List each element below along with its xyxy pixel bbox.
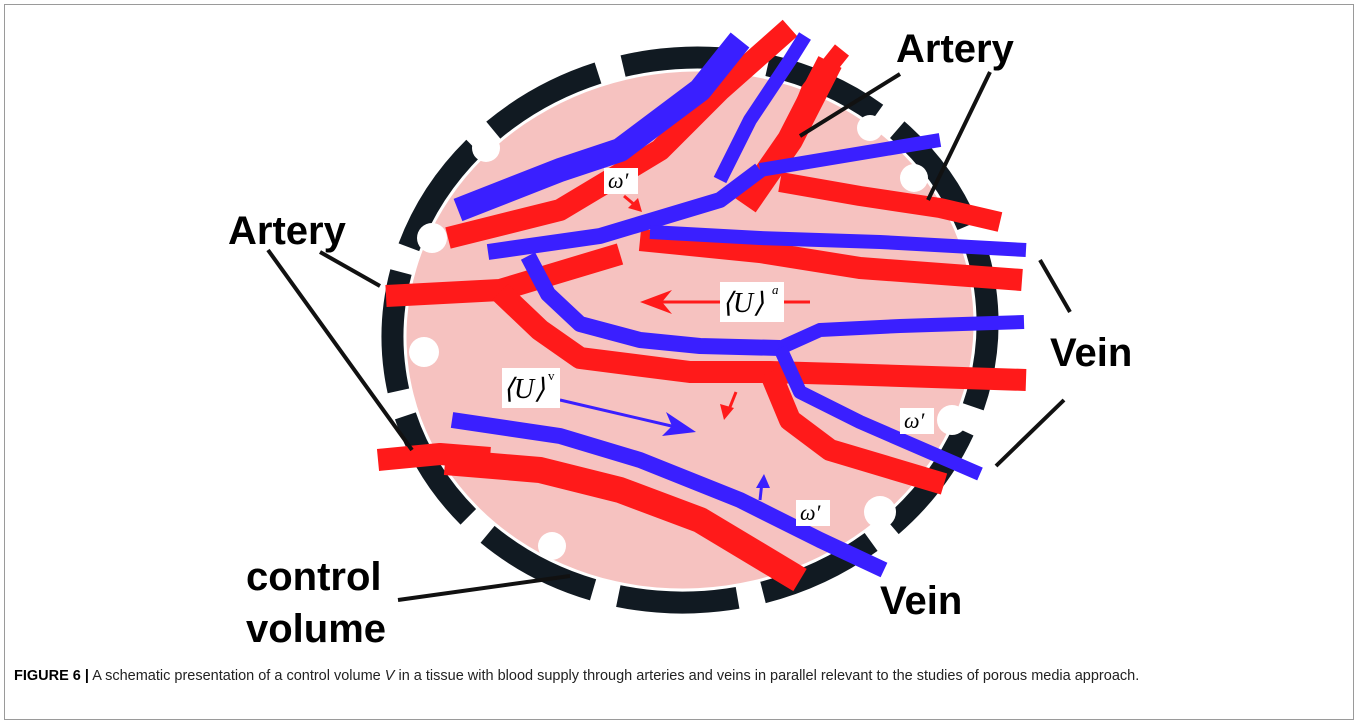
vein-right-pointer-1 [1040,260,1070,312]
venous-velocity-symbol: ⟨U⟩ [503,374,545,405]
venous-velocity-superscript: v [548,368,555,383]
caption-variable: V [385,668,395,684]
artery-left-pointer-1 [320,252,380,286]
label-artery-left: Artery [228,209,347,253]
label-vein-bottom: Vein [880,579,962,623]
label-control-volume-line1: control [246,555,382,599]
control-volume-pointer [398,576,570,600]
tissue-diagram: ω′ ω′ ω′ ⟨U⟩ a ⟨U⟩ v Artery Artery Vein … [0,0,1358,660]
label-artery-top: Artery [896,27,1015,71]
figure-caption: FIGURE 6 | A schematic presentation of a… [14,666,1344,687]
figure-label: FIGURE 6 | [14,668,89,684]
omega-prime-mid: ω′ [904,408,926,433]
arterial-velocity-superscript: a [772,282,779,297]
label-control-volume-line2: volume [246,607,386,651]
vein-right-pointer-2 [996,400,1064,466]
caption-text-before: A schematic presentation of a control vo… [89,668,385,684]
arterial-velocity-symbol: ⟨U⟩ [722,288,764,319]
omega-prime-bottom: ω′ [800,500,822,525]
omega-prime-top: ω′ [608,168,630,193]
caption-text-after: in a tissue with blood supply through ar… [394,668,1139,684]
label-vein-right: Vein [1050,331,1132,375]
